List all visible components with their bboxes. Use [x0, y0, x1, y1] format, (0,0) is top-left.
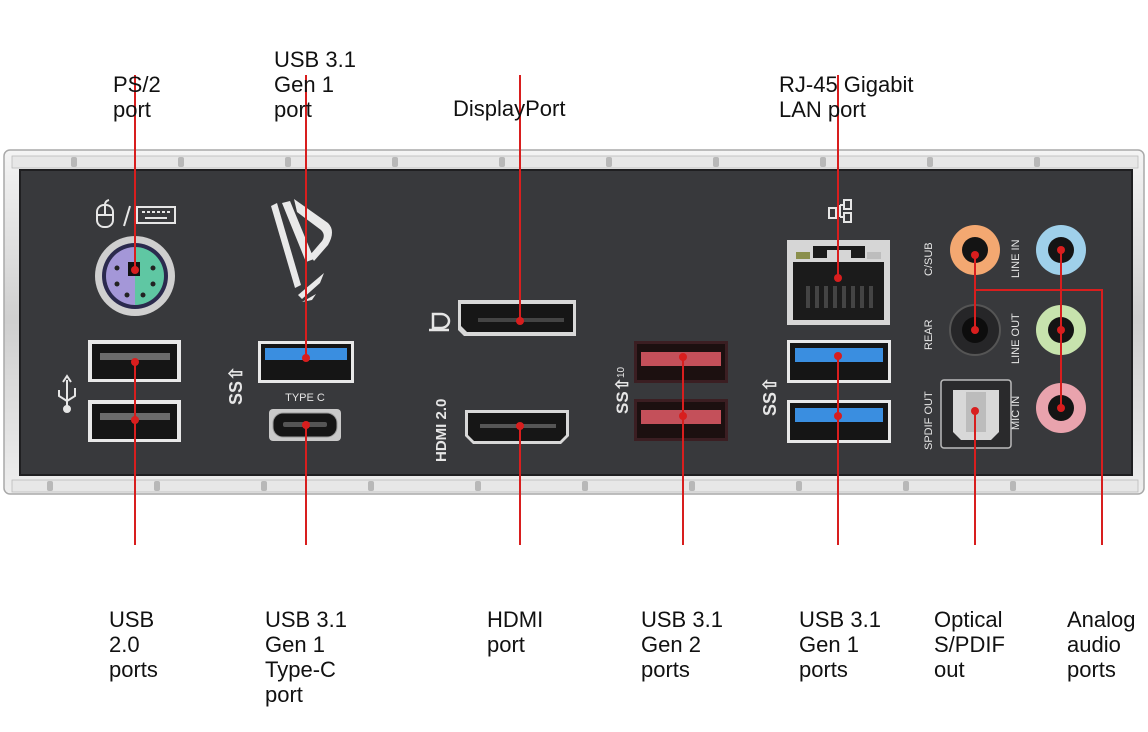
- callout-dot: [131, 358, 139, 366]
- callout-dot: [516, 317, 524, 325]
- io-shield-diagram: SS⇧ TYPE C HDMI 2.0 SS⇧ 10: [3, 75, 1145, 545]
- callout-dot: [302, 354, 310, 362]
- callout-dot: [302, 421, 310, 429]
- rj45-pin: [851, 286, 855, 308]
- frame-tab: [392, 157, 398, 167]
- io-shield-svg: SS⇧ TYPE C HDMI 2.0 SS⇧ 10: [3, 75, 1145, 545]
- type-c-marking: TYPE C: [285, 392, 325, 404]
- frame-tab: [285, 157, 291, 167]
- callout-dot: [971, 407, 979, 415]
- rj45-pin: [869, 286, 873, 308]
- rj45-pin: [815, 286, 819, 308]
- frame-tab: [820, 157, 826, 167]
- frame-tab: [1034, 157, 1040, 167]
- rj45-pin: [824, 286, 828, 308]
- hdmi-version-marking: HDMI 2.0: [433, 399, 450, 462]
- svg-text:SS⇧: SS⇧: [613, 377, 632, 414]
- usb3-ss-icon: SS⇧: [226, 366, 246, 405]
- callout-dot: [679, 353, 687, 361]
- displayport-port[interactable]: [458, 300, 576, 336]
- frame-tab: [71, 157, 77, 167]
- frame-tab: [499, 157, 505, 167]
- displayport-icon: [429, 312, 451, 332]
- rj45-lan-port[interactable]: [787, 240, 890, 325]
- frame-tab: [47, 481, 53, 491]
- svg-text:SS⇧: SS⇧: [760, 377, 780, 416]
- frame-tab: [261, 481, 267, 491]
- frame-tab: [1010, 481, 1016, 491]
- frame-tab: [713, 157, 719, 167]
- frame-tab: [796, 481, 802, 491]
- csub-marking: C/SUB: [923, 242, 935, 276]
- frame-tab: [903, 481, 909, 491]
- callout-dot: [834, 274, 842, 282]
- callout-dot: [1057, 404, 1065, 412]
- callout-dot: [516, 422, 524, 430]
- mic-in-marking: MIC IN: [1010, 396, 1022, 430]
- frame-tab: [606, 157, 612, 167]
- rj45-pin: [833, 286, 837, 308]
- callout-dot: [834, 412, 842, 420]
- rj45-pin: [842, 286, 846, 308]
- svg-text:SS⇧: SS⇧: [226, 366, 246, 405]
- mouse-keyboard-icon: [96, 199, 176, 228]
- frame-tab: [475, 481, 481, 491]
- callout-dot: [131, 416, 139, 424]
- audio-labels: C/SUB REAR SPDIF OUT LINE IN LINE OUT MI…: [923, 239, 1022, 450]
- callout-dot: [679, 412, 687, 420]
- line-out-marking: LINE OUT: [1010, 313, 1022, 364]
- usb31-gen2-port-bottom[interactable]: [634, 399, 728, 441]
- spdif-marking: SPDIF OUT: [923, 391, 935, 450]
- ps2-port[interactable]: [95, 236, 175, 316]
- callout-lines: [134, 75, 1103, 545]
- usb3-ss10-icon: SS⇧ 10: [613, 366, 632, 414]
- usb3-ss-icon: SS⇧: [760, 377, 780, 416]
- callout-dot: [971, 326, 979, 334]
- callout-dot: [834, 352, 842, 360]
- usb31-gen2-port-top[interactable]: [634, 341, 728, 383]
- rj45-pin: [806, 286, 810, 308]
- rj45-pin: [860, 286, 864, 308]
- callout-dot: [971, 251, 979, 259]
- callout-dot: [131, 266, 139, 274]
- audio-jack-csub[interactable]: [950, 225, 1000, 275]
- usb-icon: [58, 374, 76, 413]
- frame-tab: [178, 157, 184, 167]
- frame-tab: [582, 481, 588, 491]
- callout-dots: [131, 246, 1065, 430]
- label-displayport: DisplayPort: [453, 96, 566, 121]
- callout-dot: [1057, 246, 1065, 254]
- callout-line: [975, 289, 1103, 545]
- callout-dot: [1057, 326, 1065, 334]
- frame-tab: [154, 481, 160, 491]
- rear-marking: REAR: [923, 319, 935, 350]
- frame-tab: [927, 157, 933, 167]
- line-in-marking: LINE IN: [1010, 239, 1022, 278]
- usb-gen2-speed-marking: 10: [616, 366, 627, 378]
- frame-tab: [368, 481, 374, 491]
- frame-tab: [689, 481, 695, 491]
